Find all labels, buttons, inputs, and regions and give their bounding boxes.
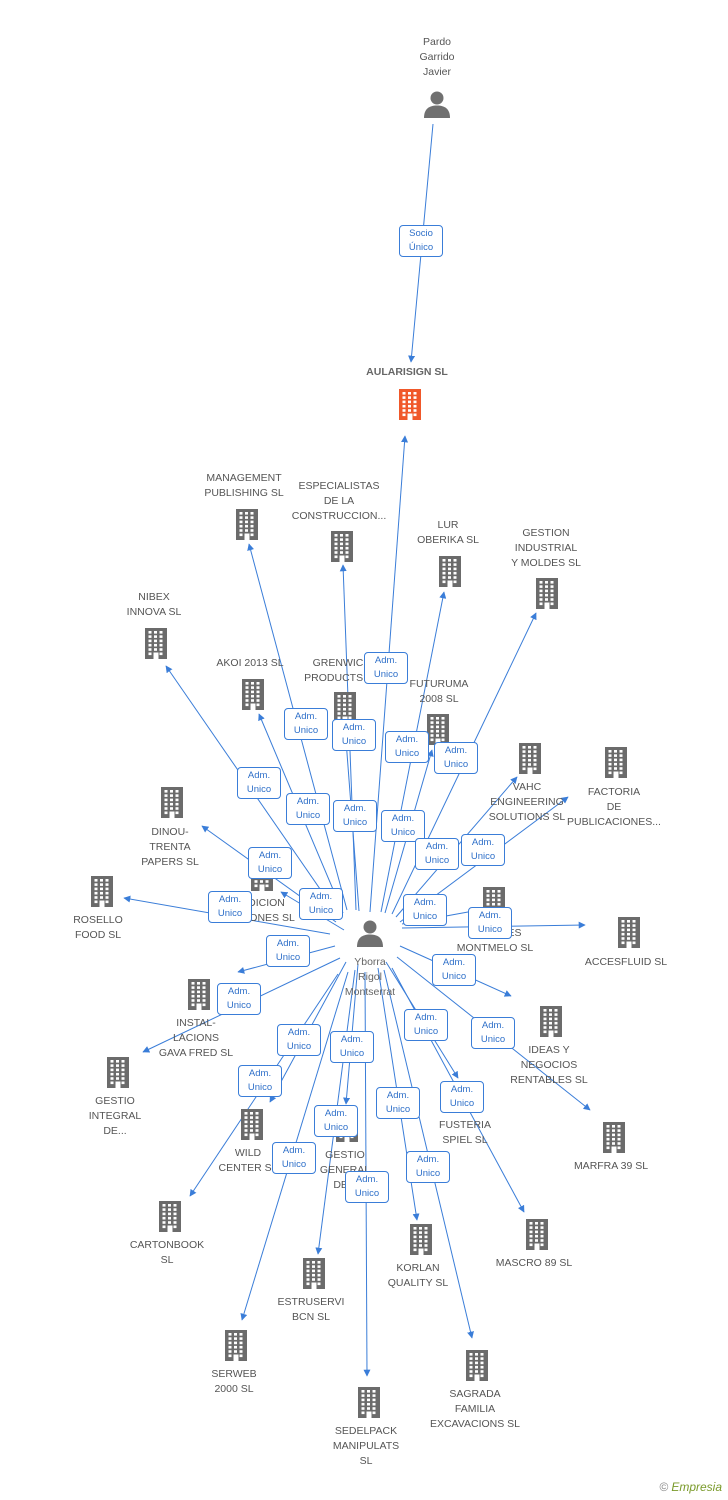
building-icon[interactable]: [515, 741, 545, 775]
node-label-aularisign[interactable]: AULARISIGN SL: [366, 366, 448, 378]
building-icon[interactable]: [299, 1256, 329, 1290]
edge-label-serweb[interactable]: Adm. Unico: [272, 1141, 316, 1174]
building-icon[interactable]: [157, 785, 187, 819]
building-icon[interactable]: [532, 576, 562, 610]
node-label-grenwic[interactable]: GRENWIC PRODUCTS...: [304, 657, 372, 684]
edge-label-gestio_general[interactable]: Adm. Unico: [330, 1030, 374, 1063]
copyright-mark: ©: [659, 1480, 669, 1494]
building-icon[interactable]: [614, 915, 644, 949]
building-icon[interactable]: [406, 1222, 436, 1256]
node-label-pardo[interactable]: Pardo Garrido Javier: [419, 36, 455, 78]
building-icon[interactable]: [522, 1217, 552, 1251]
edge-label-marfra[interactable]: Adm. Unico: [471, 1016, 515, 1049]
edge-label-factoria[interactable]: Adm. Unico: [461, 833, 505, 866]
brand-name: Empresia: [671, 1480, 722, 1494]
node-label-factoria[interactable]: FACTORIA DE PUBLICACIONES...: [567, 786, 661, 828]
edge-label-wild[interactable]: Adm. Unico: [277, 1023, 321, 1056]
building-icon[interactable]: [232, 507, 262, 541]
edge-label-futuruma[interactable]: Adm. Unico: [381, 809, 425, 842]
node-label-sagrada[interactable]: SAGRADA FAMILIA EXCAVACIONS SL: [429, 1388, 521, 1430]
building-icon[interactable]: [87, 874, 117, 908]
node-label-instal[interactable]: INSTAL- LACIONS GAVA FRED SL: [158, 1017, 234, 1059]
edge-label-estruservi[interactable]: Adm. Unico: [314, 1104, 358, 1137]
node-label-vahc[interactable]: VAHC ENGINEERING SOLUTIONS SL: [488, 781, 566, 823]
person-icon[interactable]: [355, 918, 385, 948]
edge-label-korlan[interactable]: Adm. Unico: [376, 1086, 420, 1119]
node-label-korlan[interactable]: KORLAN QUALITY SL: [387, 1262, 449, 1289]
building-icon[interactable]: [536, 1004, 566, 1038]
edge-label-accesfluid[interactable]: Adm. Unico: [468, 906, 512, 939]
node-label-accesfluid[interactable]: ACCESFLUID SL: [584, 956, 668, 968]
edge-label-nibex[interactable]: Adm. Unico: [237, 766, 281, 799]
edge-label-gestio_integral[interactable]: Adm. Unico: [217, 982, 261, 1015]
node-label-ideas[interactable]: IDEAS Y NEGOCIOS RENTABLES SL: [510, 1044, 588, 1086]
building-icon[interactable]: [141, 626, 171, 660]
edge-label-mascro[interactable]: Adm. Unico: [440, 1080, 484, 1113]
node-label-rosello[interactable]: ROSELLO FOOD SL: [73, 914, 123, 941]
edge-label-especialistas[interactable]: Adm. Unico: [332, 718, 376, 751]
edge-label-dinou[interactable]: Adm. Unico: [248, 846, 292, 879]
node-label-akoi[interactable]: AKOI 2013 SL: [216, 657, 284, 669]
edge-label-instal[interactable]: Adm. Unico: [266, 934, 310, 967]
building-icon[interactable]: [237, 1107, 267, 1141]
edge-label-ideas[interactable]: Adm. Unico: [432, 953, 476, 986]
building-icon[interactable]: [221, 1328, 251, 1362]
edge-label-cartonbook[interactable]: Adm. Unico: [238, 1064, 282, 1097]
building-icon[interactable]: [462, 1348, 492, 1382]
node-label-serweb[interactable]: SERWEB 2000 SL: [211, 1368, 257, 1395]
person-icon[interactable]: [422, 89, 452, 119]
building-icon[interactable]: [435, 554, 465, 588]
node-label-sedelpack[interactable]: SEDELPACK MANIPULATS SL: [332, 1425, 400, 1467]
node-label-lur[interactable]: LUR OBERIKA SL: [417, 519, 479, 546]
building-icon[interactable]: [395, 387, 425, 421]
edge-label-fusteria[interactable]: Adm. Unico: [404, 1008, 448, 1041]
node-label-dinou[interactable]: DINOU- TRENTA PAPERS SL: [141, 826, 199, 868]
building-icon[interactable]: [599, 1120, 629, 1154]
building-icon[interactable]: [601, 745, 631, 779]
building-icon[interactable]: [184, 977, 214, 1011]
edge-label-sagrada[interactable]: Adm. Unico: [406, 1150, 450, 1183]
footer-credit: ©Empresia: [659, 1480, 722, 1494]
node-label-cartonbook[interactable]: CARTONBOOK SL: [129, 1239, 205, 1266]
node-label-gestio_integral[interactable]: GESTIO INTEGRAL DE...: [88, 1095, 142, 1137]
node-label-yborra[interactable]: Yborra Rigol Montserrat: [344, 956, 396, 998]
edge-label-gestion_industrial[interactable]: Adm. Unico: [434, 741, 478, 774]
node-label-futuruma[interactable]: FUTURUMA 2008 SL: [409, 678, 469, 705]
edge-label-lur[interactable]: Adm. Unico: [385, 730, 429, 763]
edge-label-aularisign[interactable]: Socio Único: [399, 224, 443, 257]
building-icon[interactable]: [354, 1385, 384, 1419]
node-label-management[interactable]: MANAGEMENT PUBLISHING SL: [204, 472, 284, 499]
edge-label-aularisign[interactable]: Adm. Unico: [364, 651, 408, 684]
node-label-gestion_industrial[interactable]: GESTION INDUSTRIAL Y MOLDES SL: [511, 527, 581, 569]
edge-label-pintures[interactable]: Adm. Unico: [403, 893, 447, 926]
building-icon[interactable]: [155, 1199, 185, 1233]
edge-label-sedelpack[interactable]: Adm. Unico: [345, 1170, 389, 1203]
edge-label-vahc[interactable]: Adm. Unico: [415, 837, 459, 870]
edge-label-grenwic[interactable]: Adm. Unico: [333, 799, 377, 832]
building-icon[interactable]: [103, 1055, 133, 1089]
node-label-fusteria[interactable]: FUSTERIA SPIEL SL: [439, 1119, 491, 1146]
node-label-marfra[interactable]: MARFRA 39 SL: [573, 1160, 649, 1172]
building-icon[interactable]: [327, 529, 357, 563]
edge-label-edicion[interactable]: Adm. Unico: [299, 887, 343, 920]
edge-label-rosello[interactable]: Adm. Unico: [208, 890, 252, 923]
node-label-mascro[interactable]: MASCRO 89 SL: [495, 1257, 573, 1269]
node-label-nibex[interactable]: NIBEX INNOVA SL: [126, 591, 182, 618]
node-label-estruservi[interactable]: ESTRUSERVI BCN SL: [277, 1296, 345, 1323]
building-icon[interactable]: [238, 677, 268, 711]
edge-label-akoi[interactable]: Adm. Unico: [286, 792, 330, 825]
edge-label-management[interactable]: Adm. Unico: [284, 707, 328, 740]
building-icon[interactable]: [423, 712, 453, 746]
node-label-especialistas[interactable]: ESPECIALISTAS DE LA CONSTRUCCION...: [291, 480, 387, 522]
